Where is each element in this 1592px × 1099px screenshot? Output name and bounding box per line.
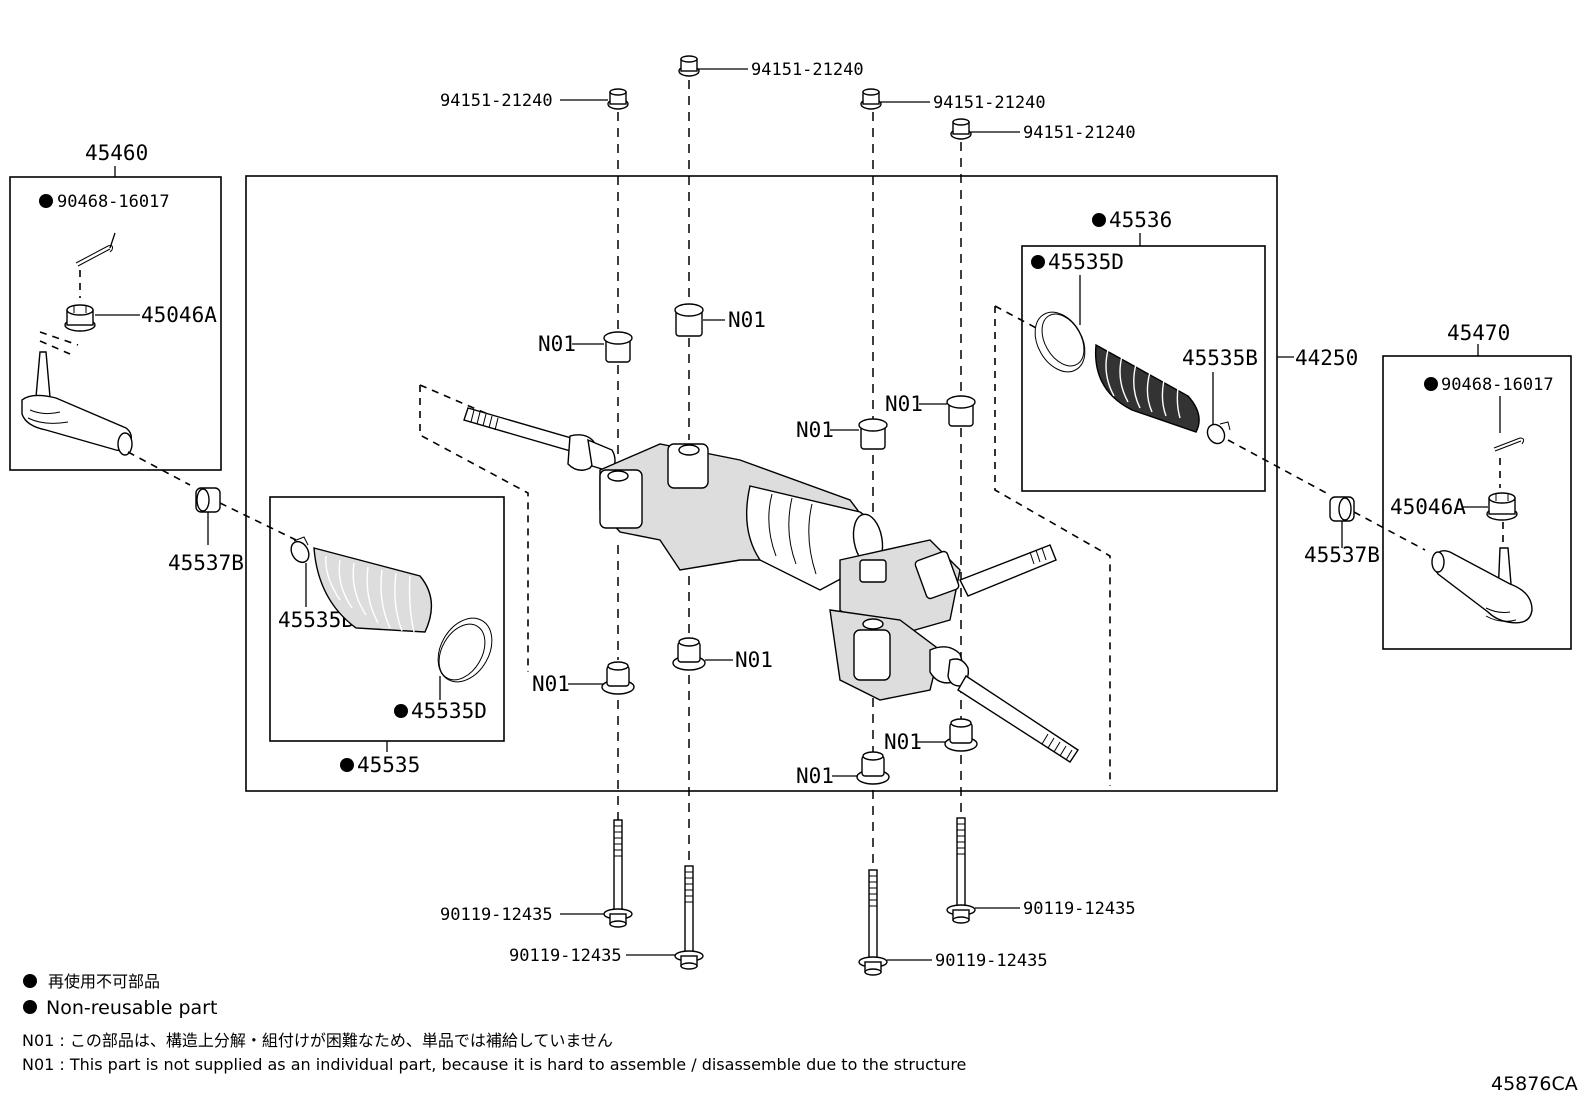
top-nut-4: [950, 118, 972, 140]
left-locknut-icon: [195, 487, 221, 513]
non-reusable-dot-icon: [340, 758, 354, 772]
legend-dot-icon: [23, 974, 37, 988]
diagram-id: 45876CA: [1491, 1073, 1578, 1095]
bushing-label: N01: [884, 730, 922, 754]
bushing-top-left: [603, 331, 633, 363]
right-boot-kit-part-no: 45536: [1109, 208, 1172, 232]
right-cotter-pin-part-no: 90468-16017: [1441, 375, 1554, 395]
left-cotter-pin-part-no: 90468-16017: [57, 192, 170, 212]
legend-en-n01: N01 : This part is not supplied as an in…: [22, 1055, 966, 1074]
steering-gear-assembly-box: [245, 175, 1278, 792]
top-nut-1: [607, 88, 629, 110]
left-tie-rod-end-part-no: 45460: [85, 141, 148, 165]
right-boot-band-part-no: 45535D: [1048, 250, 1124, 274]
left-boot-band-icon: [437, 617, 493, 683]
top-nut-2: [678, 55, 700, 77]
steering-rack-illustration: [463, 407, 1079, 763]
right-boot-band-icon: [1034, 311, 1086, 373]
bushing-bottom-right-2: [856, 751, 890, 785]
bushing-bottom-right-1: [944, 718, 978, 752]
top-nut-1-part-no: 94151-21240: [440, 91, 553, 111]
left-boot-kit-part-no: 45535: [357, 753, 420, 777]
bottom-bolt-4: [946, 817, 976, 924]
bushing-label: N01: [796, 418, 834, 442]
non-reusable-dot-icon: [1031, 255, 1045, 269]
right-locknut-icon: [1329, 496, 1355, 522]
left-cotter-pin-icon: [75, 232, 116, 267]
legend-en-nonreusable: Non-reusable part: [46, 997, 217, 1019]
left-locknut-part-no: 45537B: [168, 551, 244, 575]
top-nut-4-part-no: 94151-21240: [1023, 123, 1136, 143]
bottom-bolt-3-part-no: 90119-12435: [935, 951, 1048, 971]
bushing-bottom-left: [601, 661, 635, 695]
right-boot-clamp-icon: [1206, 421, 1231, 445]
bushing-label: N01: [728, 308, 766, 332]
right-boot-bellows-icon: [1094, 343, 1200, 433]
right-castle-nut-icon: [1486, 492, 1518, 521]
bushing-top-right-1: [858, 418, 888, 450]
bushing-label: N01: [538, 332, 576, 356]
bottom-bolt-3: [858, 869, 888, 976]
left-nut-part-no: 45046A: [141, 303, 217, 327]
bottom-bolt-1-part-no: 90119-12435: [440, 905, 553, 925]
right-tie-rod-end-part-no: 45470: [1447, 321, 1510, 345]
right-locknut-part-no: 45537B: [1304, 543, 1380, 567]
bushing-label: N01: [532, 672, 570, 696]
bushing-bottom-center: [672, 637, 706, 671]
bottom-bolt-1: [603, 819, 633, 928]
bushing-label: N01: [885, 392, 923, 416]
right-cotter-pin-icon: [1493, 437, 1525, 452]
steering-gear-part-no: 44250: [1295, 346, 1358, 370]
non-reusable-dot-icon: [1092, 213, 1106, 227]
top-nut-3-part-no: 94151-21240: [933, 93, 1046, 113]
left-boot-band-part-no: 45535D: [411, 699, 487, 723]
non-reusable-dot-icon: [394, 704, 408, 718]
top-nut-2-part-no: 94151-21240: [751, 60, 864, 80]
bottom-bolt-2: [674, 865, 704, 970]
bushing-label: N01: [796, 764, 834, 788]
bottom-bolt-2-part-no: 90119-12435: [509, 946, 622, 966]
non-reusable-dot-icon: [1424, 377, 1438, 391]
top-nut-3: [860, 88, 882, 110]
bushing-top-right-2: [946, 395, 976, 427]
right-nut-part-no: 45046A: [1390, 495, 1466, 519]
legend-dot-icon: [23, 1000, 37, 1014]
bushing-top-center: [674, 303, 704, 337]
right-boot-clamp-part-no: 45535B: [1182, 346, 1258, 370]
legend-jp-nonreusable: 再使用不可部品: [48, 972, 160, 991]
left-boot-bellows-icon: [313, 547, 433, 633]
bushing-label: N01: [735, 648, 773, 672]
left-castle-nut-icon: [64, 304, 96, 332]
right-tie-rod-end-box: [1382, 355, 1572, 650]
right-tie-rod-end-icon: [1431, 547, 1533, 624]
left-boot-clamp-icon: [290, 536, 310, 564]
non-reusable-dot-icon: [39, 194, 53, 208]
right-boot-kit-box: [1021, 245, 1266, 492]
legend-jp-n01: N01 : この部品は、構造上分解・組付けが困難なため、単品では補給していません: [22, 1031, 613, 1050]
left-tie-rod-end-icon: [21, 351, 133, 456]
bottom-bolt-4-part-no: 90119-12435: [1023, 899, 1136, 919]
